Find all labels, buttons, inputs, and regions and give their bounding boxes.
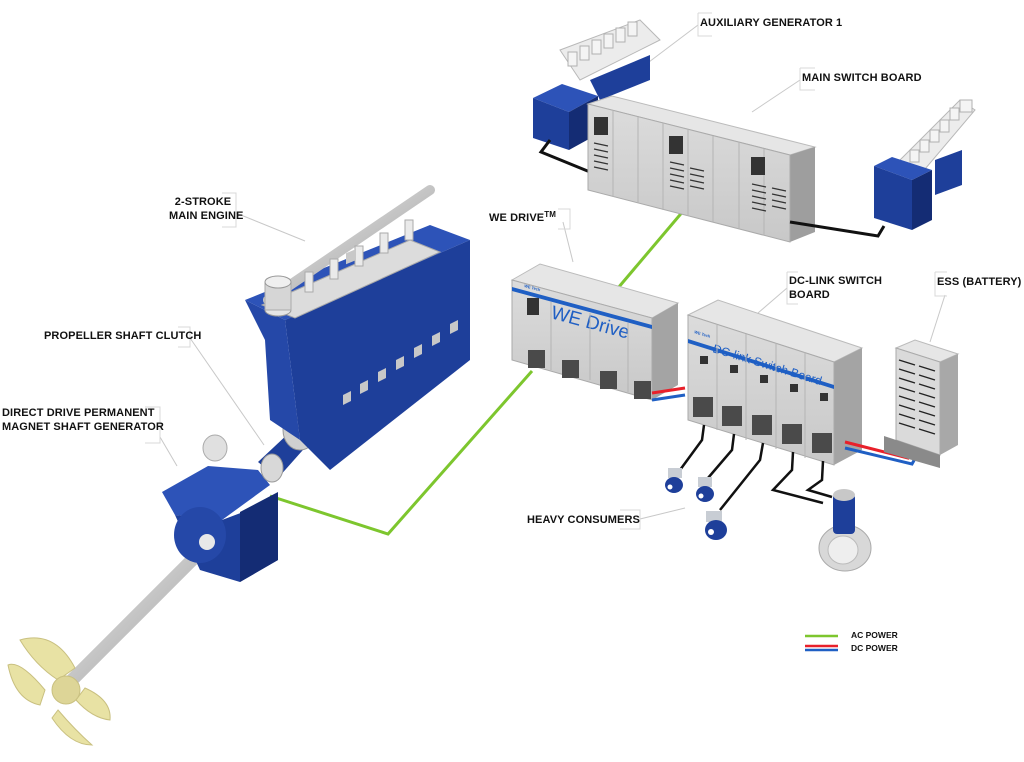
we-drive-brand: WE Tech <box>524 283 542 292</box>
heavy-consumer-motor[interactable] <box>696 477 714 502</box>
ac-power-lines <box>269 202 692 536</box>
aux-generator-2[interactable] <box>874 99 976 230</box>
label-we-drive-text: WE DRIVE <box>489 212 545 224</box>
label-shaft-generator-line1: DIRECT DRIVE PERMANENT <box>2 407 155 419</box>
ess-battery[interactable] <box>884 339 960 468</box>
trademark-mark: TM <box>544 210 556 219</box>
label-ess-battery: ESS (BATTERY) <box>937 276 1022 288</box>
label-dc-link-line2: BOARD <box>789 289 830 301</box>
label-main-engine-line2: MAIN ENGINE <box>169 210 244 222</box>
heavy-consumer-motor[interactable] <box>705 511 727 540</box>
label-main-engine-line1: 2-STROKE <box>174 196 232 208</box>
label-main-switch-board: MAIN SWITCH BOARD <box>802 72 922 84</box>
propeller-shaft <box>65 533 219 687</box>
cable-msb-to-aux2 <box>789 220 886 238</box>
label-heavy-consumers: HEAVY CONSUMERS <box>527 514 640 526</box>
cable-aux1-to-msb <box>538 139 591 174</box>
label-shaft-generator: DIRECT DRIVE PERMANENT MAGNET SHAFT GENE… <box>2 406 164 434</box>
msb-display <box>594 117 608 135</box>
propeller[interactable] <box>7 637 111 746</box>
main-switch-board[interactable] <box>586 95 817 243</box>
label-auxiliary-generator-1: AUXILIARY GENERATOR 1 <box>700 17 843 29</box>
label-we-drive: WE DRIVETM <box>489 210 556 225</box>
leader-lines <box>159 24 946 520</box>
main-engine[interactable] <box>245 185 470 470</box>
label-main-engine: 2-STROKE MAIN ENGINE <box>169 195 244 223</box>
consumer-cables <box>678 424 833 511</box>
label-shaft-generator-line2: MAGNET SHAFT GENERATOR <box>2 421 164 433</box>
heavy-consumer-thruster[interactable] <box>818 489 872 572</box>
dc-link-wedrive-to-dcboard <box>651 386 686 402</box>
msb-display <box>751 157 765 175</box>
heavy-consumer-motor[interactable] <box>665 468 683 493</box>
we-drive-display <box>527 298 539 315</box>
label-dc-link-switch-board: DC-LINK SWITCH BOARD <box>789 274 882 302</box>
label-propeller-shaft-clutch: PROPELLER SHAFT CLUTCH <box>44 330 202 342</box>
legend <box>805 634 838 652</box>
ac-line-wedrive-to-msb <box>616 202 692 289</box>
label-dc-link-line1: DC-LINK SWITCH <box>789 275 883 287</box>
legend-label-dc-power: DC POWER <box>851 643 898 653</box>
legend-label-ac-power: AC POWER <box>851 630 898 640</box>
msb-display <box>669 136 683 154</box>
dc-link-switch-board[interactable]: WE Tech DC-link Switch Board <box>686 299 864 466</box>
label-frames <box>145 12 947 530</box>
ac-line-shaftgen-to-wedrive <box>269 370 534 536</box>
dc-link-brand: WE Tech <box>694 329 712 339</box>
shaft-generator[interactable] <box>162 434 278 582</box>
we-drive-cabinet[interactable]: WE Tech WE Drive <box>510 263 680 401</box>
